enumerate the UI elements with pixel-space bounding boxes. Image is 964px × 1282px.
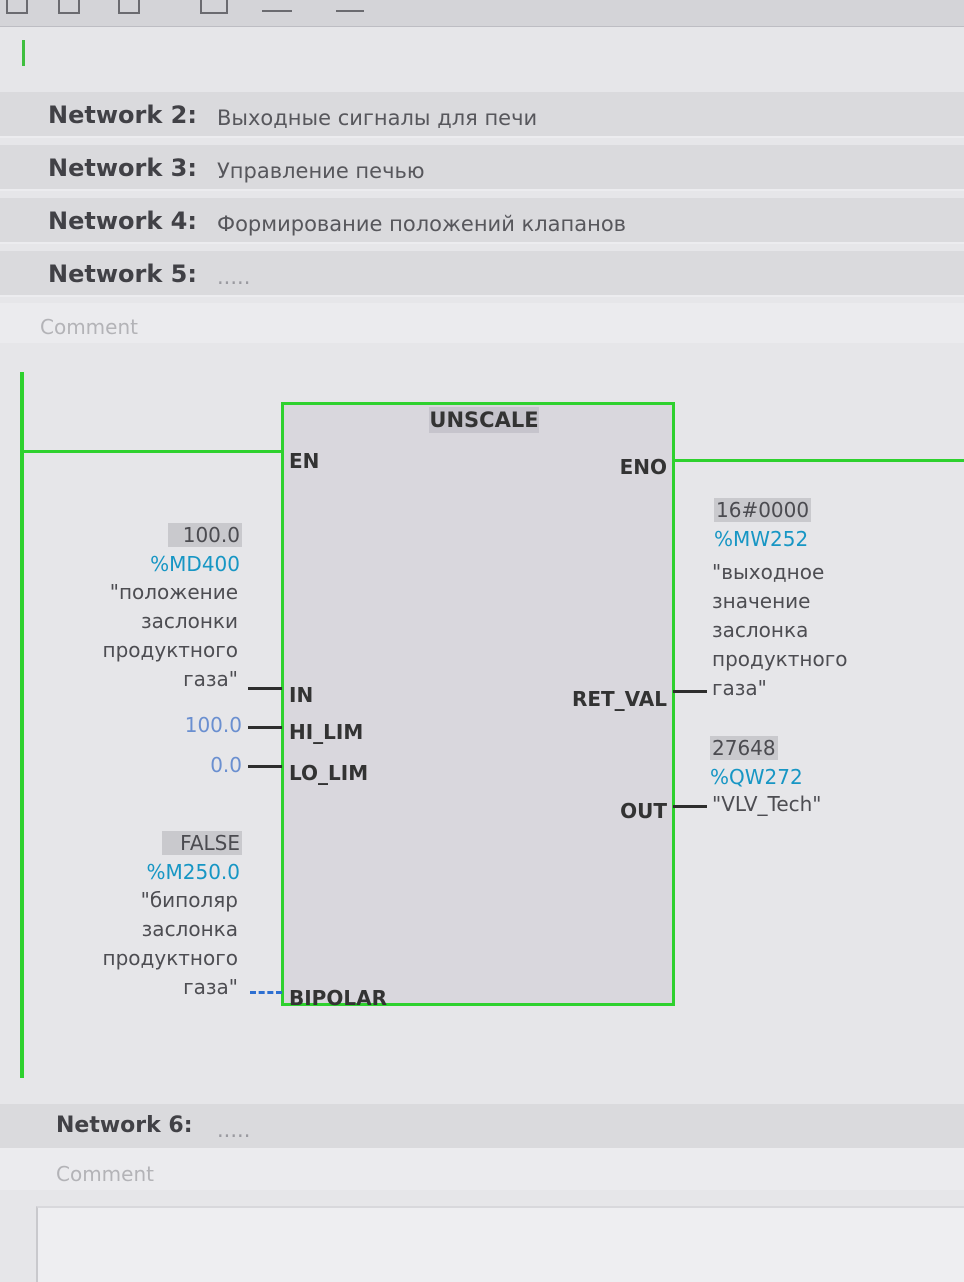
pin-hi-lim: HI_LIM — [289, 720, 364, 744]
symbol-line: газа" — [712, 676, 767, 700]
pin-ret-val: RET_VAL — [571, 687, 667, 711]
comment-placeholder: Comment — [40, 315, 138, 339]
network-label: Network 2: — [48, 101, 197, 129]
network-5-header[interactable]: Network 5: ..... — [0, 251, 964, 297]
block-title: UNSCALE — [429, 407, 539, 433]
network-6-comment[interactable]: Comment — [0, 1150, 964, 1190]
lo-lim-wire — [248, 765, 282, 768]
network-3-header[interactable]: Network 3: Управление печью — [0, 145, 964, 191]
arrow-right-icon[interactable] — [262, 0, 292, 12]
pin-en: EN — [289, 449, 320, 473]
en-wire — [22, 450, 283, 453]
network-label: Network 5: — [48, 260, 197, 288]
out-symbol[interactable]: "VLV_Tech" — [712, 792, 822, 816]
network-title: Формирование положений клапанов — [217, 212, 627, 236]
symbol-line: продуктного — [102, 946, 238, 970]
network-label: Network 3: — [48, 154, 197, 182]
symbol-line: газа" — [183, 667, 238, 691]
symbol-line: "биполяр — [140, 888, 238, 912]
toolbar-icon[interactable] — [200, 0, 228, 14]
network-4-header[interactable]: Network 4: Формирование положений клапан… — [0, 198, 964, 244]
ret-val-value: 16#0000 — [714, 498, 812, 522]
bipolar-symbol[interactable]: "биполяр заслонка продуктного газа" — [60, 886, 238, 1002]
symbol-line: газа" — [183, 975, 238, 999]
network-title: ..... — [217, 265, 251, 289]
out-value: 27648 — [710, 736, 778, 760]
ret-val-wire — [673, 690, 707, 693]
left-power-rail — [20, 372, 24, 1078]
pin-in: IN — [289, 683, 314, 707]
symbol-line: заслонки — [140, 609, 238, 633]
network-6-body[interactable] — [36, 1206, 964, 1282]
toolbar-icon[interactable] — [336, 0, 364, 12]
network-label: Network 6: — [56, 1113, 193, 1138]
pin-out: OUT — [620, 799, 667, 823]
text-cursor — [22, 40, 25, 66]
network-6-header[interactable]: Network 6: ..... — [0, 1104, 964, 1150]
in-symbol[interactable]: "положение заслонки продуктного газа" — [60, 578, 238, 694]
lo-lim-constant[interactable]: 0.0 — [210, 753, 242, 777]
ret-val-symbol[interactable]: "выходное значение заслонка продуктного … — [712, 558, 952, 703]
in-address[interactable]: %MD400 — [150, 552, 240, 576]
bipolar-wire — [250, 991, 282, 994]
symbol-line: продуктного — [712, 647, 848, 671]
symbol-line: заслонка — [712, 618, 809, 642]
network-title: Управление печью — [217, 159, 425, 183]
network-title: ..... — [217, 1118, 251, 1142]
out-wire — [673, 805, 707, 808]
toolbar-icon[interactable] — [118, 0, 140, 14]
out-address[interactable]: %QW272 — [710, 765, 803, 789]
in-wire — [248, 687, 282, 690]
comment-placeholder: Comment — [56, 1162, 154, 1186]
network-2-header[interactable]: Network 2: Выходные сигналы для печи — [0, 92, 964, 138]
in-value: 100.0 — [168, 523, 242, 547]
network-label: Network 4: — [48, 207, 197, 235]
hi-lim-wire — [248, 726, 282, 729]
network-title: Выходные сигналы для печи — [217, 106, 538, 130]
symbol-line: значение — [712, 589, 811, 613]
pin-eno: ENO — [619, 455, 667, 479]
toolbar — [0, 0, 964, 27]
pin-lo-lim: LO_LIM — [289, 761, 369, 785]
symbol-line: заслонка — [141, 917, 238, 941]
ret-val-address[interactable]: %MW252 — [714, 527, 809, 551]
pin-bipolar: BIPOLAR — [289, 986, 387, 1010]
symbol-line: "положение — [109, 580, 238, 604]
symbol-line: "выходное — [712, 560, 825, 584]
unscale-block[interactable]: UNSCALE EN ENO IN RET_VAL HI_LIM LO_LIM … — [281, 402, 675, 1010]
symbol-line: продуктного — [102, 638, 238, 662]
bipolar-address[interactable]: %M250.0 — [146, 860, 240, 884]
hi-lim-constant[interactable]: 100.0 — [184, 713, 242, 737]
toolbar-icon[interactable] — [6, 0, 28, 14]
bipolar-value: FALSE — [162, 831, 242, 855]
network-5-comment[interactable]: Comment — [0, 303, 964, 343]
toolbar-icon[interactable] — [58, 0, 80, 14]
eno-wire — [673, 459, 964, 462]
